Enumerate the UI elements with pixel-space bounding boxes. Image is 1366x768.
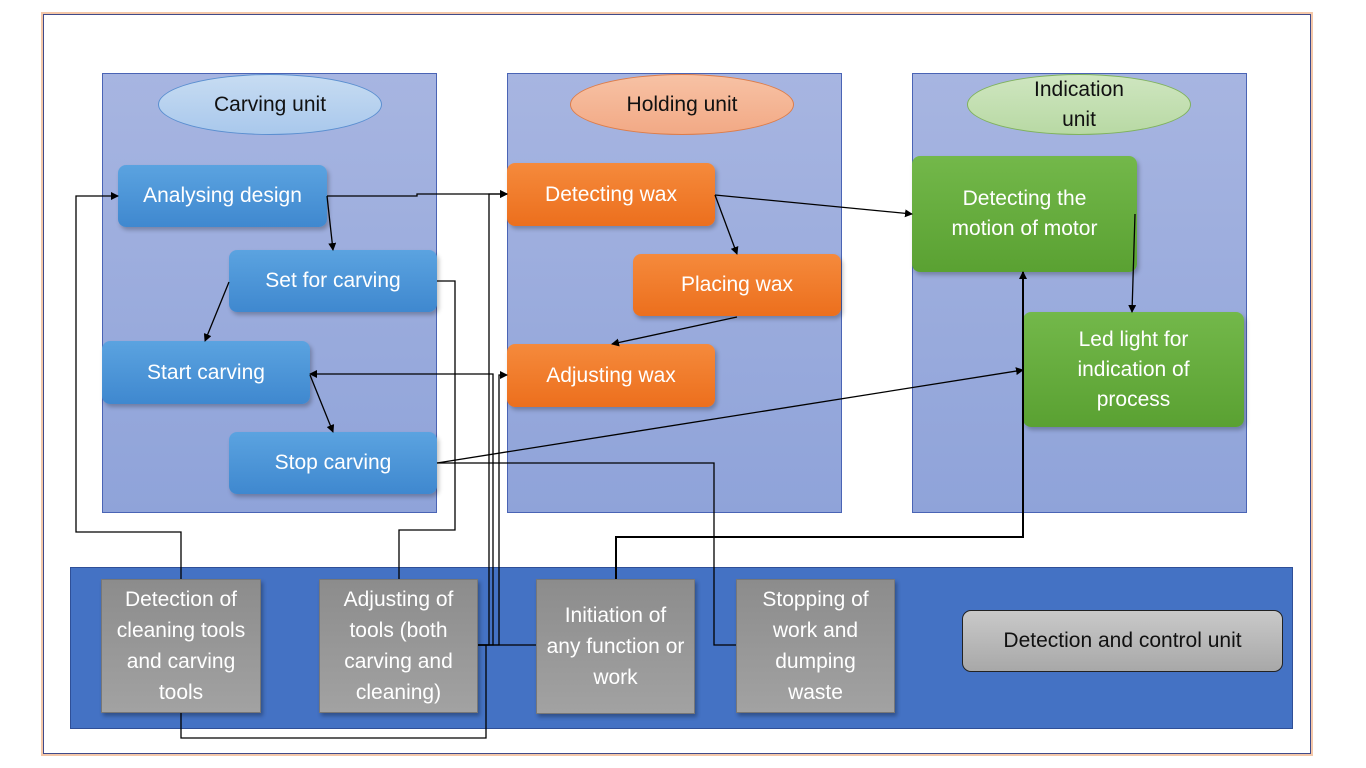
placing-wax-box: Placing wax [633,254,841,316]
detection-of-tools-box: Detection of cleaning tools and carving … [101,579,261,713]
stopping-of-work-box: Stopping of work and dumping waste [736,579,895,713]
indication-unit-panel [912,73,1247,513]
arrow-adjusting-to-start [309,370,494,646]
start-carving-box: Start carving [102,341,310,404]
arrow-initiation-to-motion [615,271,1027,579]
adjusting-of-tools-box: Adjusting of tools (both carving and cle… [319,579,478,713]
arrow-start-to-stop [309,374,335,433]
detection-control-unit-label: Detection and control unit [962,610,1283,672]
arrow-detection-to-analysing [75,192,182,579]
holding-unit-title: Holding unit [570,74,794,135]
arrow-analysing-to-detecting-wax [327,190,508,198]
line-stop-to-stopping [437,462,736,646]
arrow-placing-to-adjusting [611,316,738,347]
analysing-design-box: Analysing design [118,165,327,227]
arrow-detecting-wax-to-motion [714,194,913,218]
indication-unit-title: Indication unit [967,74,1191,135]
arrow-detecting-to-placing [714,194,739,255]
set-for-carving-box: Set for carving [229,250,437,312]
arrow-analysing-to-set [326,195,337,251]
arrow-motion-to-led [1128,213,1137,313]
stop-carving-box: Stop carving [229,432,437,494]
arrow-stop-to-led [436,367,1024,464]
line-detection-loop [180,644,487,739]
arrow-set-to-start [203,281,230,342]
led-light-box: Led light for indication of process [1023,312,1244,427]
line-set-to-adjusting [398,280,456,579]
adjusting-wax-box: Adjusting wax [507,344,715,407]
detecting-motion-box: Detecting the motion of motor [912,156,1137,272]
initiation-box: Initiation of any function or work [536,579,695,714]
carving-unit-title: Carving unit [158,74,382,135]
detecting-wax-box: Detecting wax [507,163,715,226]
